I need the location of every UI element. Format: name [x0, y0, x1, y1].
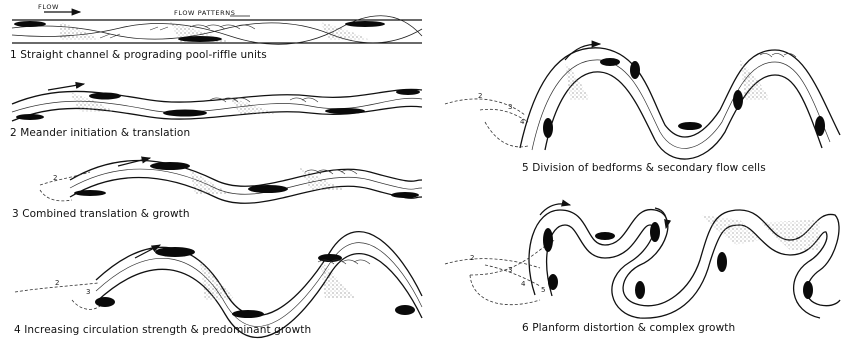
panel-6-caption: 6 Planform distortion & complex growth: [522, 322, 735, 334]
pool-marker: [391, 192, 419, 198]
flow-arrow: [565, 44, 600, 60]
pool-marker: [630, 61, 640, 79]
panel-2-caption: 2 Meander initiation & translation: [10, 127, 190, 139]
pool-marker: [543, 118, 553, 138]
pool-marker: [74, 190, 106, 196]
flow-label: FLOW: [38, 3, 59, 11]
panel-3-channel: [40, 158, 422, 203]
pool-marker: [16, 114, 44, 120]
panel-3-caption: 3 Combined translation & growth: [12, 208, 190, 220]
panel-4-channel: [15, 232, 422, 338]
flow-arrow: [48, 84, 84, 90]
pool-marker: [248, 185, 288, 193]
panel-4-caption: 4 Increasing circulation strength & pred…: [14, 324, 311, 336]
stage-number: 3: [508, 103, 512, 111]
flow-patterns-label: FLOW PATTERNS: [174, 9, 235, 17]
stage-number: 3: [508, 266, 512, 274]
pool-marker: [678, 122, 702, 130]
stage-number: 2: [478, 92, 482, 100]
pool-marker: [325, 108, 365, 114]
flow-arrow: [540, 204, 570, 215]
pool-marker: [14, 21, 46, 27]
pool-marker: [548, 274, 558, 290]
pool-marker: [733, 90, 743, 110]
panel-6-channel: [445, 204, 840, 318]
pool-marker: [650, 222, 660, 242]
panel-5-caption: 5 Division of bedforms & secondary flow …: [522, 162, 766, 174]
stage-number: 5: [541, 286, 545, 294]
pool-marker: [89, 93, 121, 100]
stage-number: 4: [521, 280, 525, 288]
pool-marker: [232, 310, 264, 318]
stage-number: 2: [470, 254, 474, 262]
stage-number: 4: [520, 118, 524, 126]
pool-marker: [396, 89, 420, 95]
stage-number: 3: [86, 288, 90, 296]
pool-marker: [395, 305, 415, 315]
pool-marker: [318, 254, 342, 262]
panel-1-caption: 1 Straight channel & prograding pool-rif…: [10, 49, 267, 61]
pool-marker: [595, 232, 615, 240]
stage-number: 2: [53, 174, 57, 182]
pool-marker: [345, 21, 385, 27]
pool-marker: [635, 281, 645, 299]
pool-marker: [155, 247, 195, 257]
stage-number: 2: [55, 279, 59, 287]
pool-marker: [717, 252, 727, 272]
pool-marker: [163, 110, 207, 117]
pool-marker: [150, 162, 190, 170]
pool-marker: [815, 116, 825, 136]
pool-marker: [600, 58, 620, 66]
panel-2-channel: [12, 84, 422, 121]
pool-marker: [543, 228, 553, 252]
pool-marker: [803, 281, 813, 299]
pool-marker: [178, 36, 222, 42]
pool-marker: [95, 297, 115, 307]
panel-5-channel: [445, 44, 840, 159]
